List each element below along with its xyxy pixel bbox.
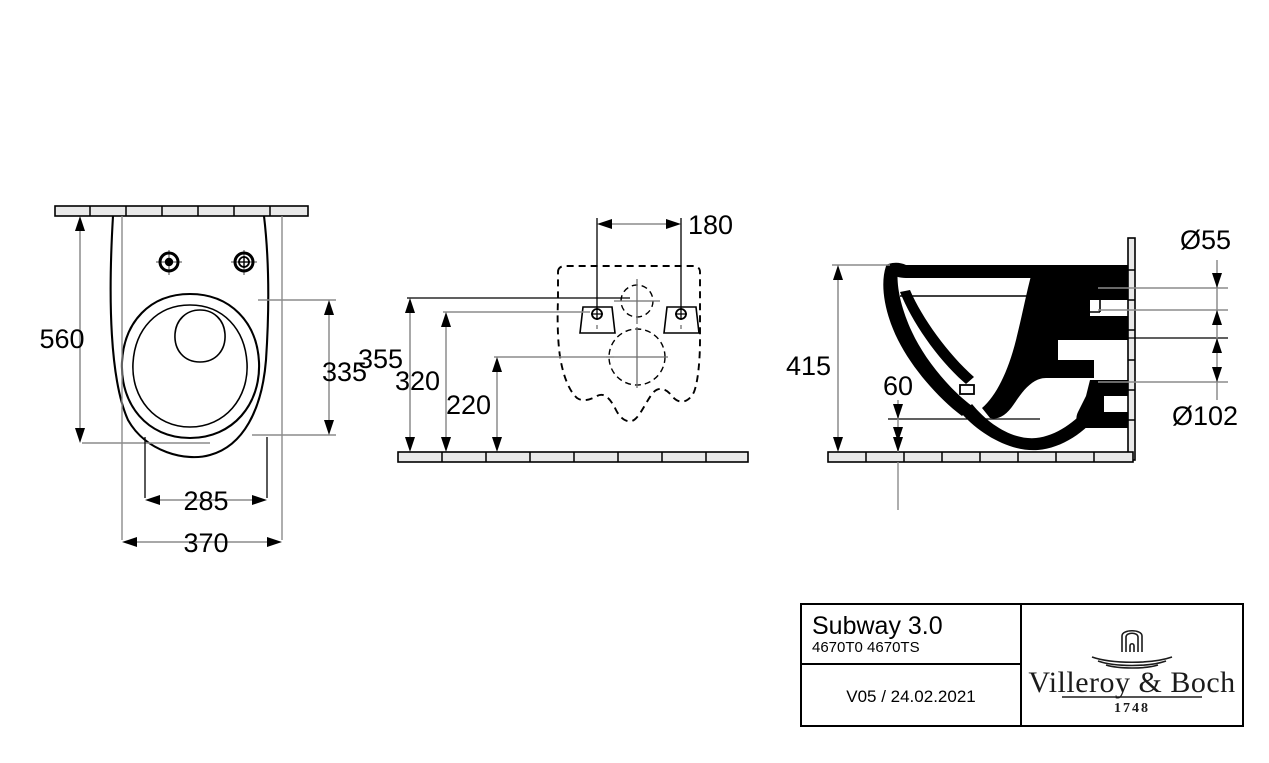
brand-year-label: 1748 — [1114, 701, 1150, 716]
title-block: Subway 3.0 4670T0 4670TS V05 / 24.02.202… — [800, 603, 1244, 727]
top-view: 560 335 285 — [39, 205, 367, 558]
dimension-370: 370 — [122, 528, 282, 558]
front-view-floor-bar — [397, 451, 749, 463]
brand-emblem-icon — [1091, 629, 1173, 669]
dimension-285-label: 285 — [183, 486, 228, 516]
dimension-180: 180 — [597, 210, 733, 240]
dimension-370-label: 370 — [183, 528, 228, 558]
mounting-hole-left-top-view — [156, 250, 182, 275]
side-view-wall — [1127, 237, 1136, 461]
dimension-335-label: 335 — [322, 357, 367, 387]
dimension-320: 320 — [395, 312, 451, 452]
dimension-diameter-55: Ø55 — [1180, 225, 1231, 332]
dimension-335: 335 — [322, 300, 367, 435]
mounting-bracket-left — [579, 306, 616, 334]
inlet-circle-front — [614, 279, 660, 324]
title-block-product-label: Subway 3.0 — [812, 612, 943, 640]
seat-rim-outer — [120, 292, 261, 440]
dimension-diameter-102-label: Ø102 — [1172, 401, 1238, 431]
top-view-wall-bar — [54, 205, 309, 217]
dimension-60-label: 60 — [883, 371, 913, 401]
toilet-outline-front-dashed — [556, 265, 701, 423]
title-block-article-label: 4670T0 4670TS — [812, 639, 920, 656]
flush-aperture — [174, 309, 226, 363]
front-view: 180 355 320 — [358, 210, 749, 463]
dimension-diameter-102: Ø102 — [1172, 332, 1238, 431]
side-view: 415 60 Ø55 — [786, 225, 1238, 510]
dimension-diameter-55-label: Ø55 — [1180, 225, 1231, 255]
dimension-415-label: 415 — [786, 351, 831, 381]
dimension-220: 220 — [446, 357, 502, 452]
dimension-355-label: 355 — [358, 344, 403, 374]
title-block-version-label: V05 / 24.02.2021 — [846, 687, 976, 706]
toilet-body-section-side — [883, 262, 1128, 451]
seat-rim-inner — [132, 304, 248, 428]
dimension-180-label: 180 — [688, 210, 733, 240]
dimension-560: 560 — [39, 216, 85, 443]
dimension-355: 355 — [358, 298, 415, 452]
dimension-60: 60 — [883, 371, 913, 452]
dimension-560-label: 560 — [39, 324, 84, 354]
side-view-floor-bar — [827, 451, 1134, 463]
dimension-320-label: 320 — [395, 366, 440, 396]
toilet-body-outline-top — [109, 215, 270, 459]
brand-wordmark: Villeroy & Boch — [1028, 666, 1235, 699]
mounting-bracket-right — [663, 306, 700, 334]
dimension-220-label: 220 — [446, 390, 491, 420]
dimension-415: 415 — [786, 265, 843, 452]
mounting-hole-right-top-view — [231, 250, 257, 275]
outlet-circle-front — [606, 327, 668, 388]
dimension-285: 285 — [145, 486, 267, 516]
